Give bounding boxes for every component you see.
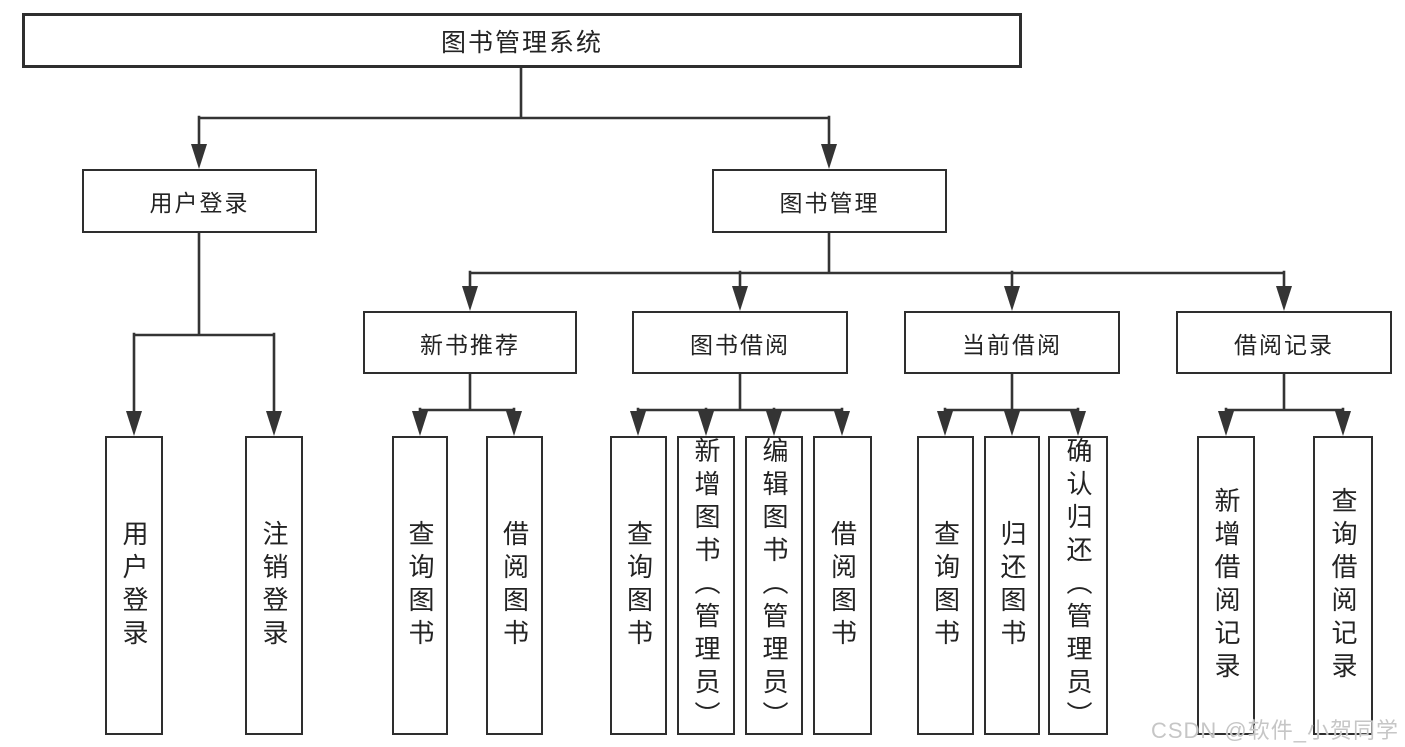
leaf-label: 确认归还（管理员） <box>1063 437 1093 734</box>
leaf-label: 新增图书（管理员） <box>691 437 721 734</box>
node-book-management: 图书管理 <box>712 169 947 233</box>
node-borrow-records: 借阅记录 <box>1176 311 1392 374</box>
node-leaf-borrow-books-2: 借阅图书 <box>813 436 872 735</box>
node-leaf-query-books-3: 查询图书 <box>917 436 974 735</box>
node-leaf-logout: 注销登录 <box>245 436 303 735</box>
connector <box>943 372 1080 415</box>
arrowhead-icon <box>766 411 782 436</box>
connector <box>197 66 831 148</box>
node-leaf-user-login: 用户登录 <box>105 436 163 735</box>
arrowhead-icon <box>1004 286 1020 311</box>
node-current-borrowing: 当前借阅 <box>904 311 1120 374</box>
connector <box>1224 372 1345 415</box>
arrowhead-icon <box>1070 411 1086 436</box>
csdn-watermark: CSDN @软件_小贺同学 <box>1150 718 1399 743</box>
arrowhead-icon <box>1335 411 1351 436</box>
connector <box>636 372 844 415</box>
arrowhead-icon <box>1004 411 1020 436</box>
node-leaf-add-borrow-record: 新增借阅记录 <box>1197 436 1255 735</box>
arrowhead-icon <box>191 144 207 169</box>
arrowhead-icon <box>1276 286 1292 311</box>
leaf-label: 新增借阅记录 <box>1211 486 1241 685</box>
leaf-label: 查询图书 <box>405 519 435 652</box>
arrowhead-icon <box>506 411 522 436</box>
arrowhead-icon <box>821 144 837 169</box>
leaf-label: 借阅图书 <box>499 519 530 652</box>
leaf-label: 用户登录 <box>119 519 149 652</box>
leaf-label: 编辑图书（管理员） <box>759 437 789 734</box>
arrowhead-icon <box>937 411 953 436</box>
arrowhead-icon <box>462 286 478 311</box>
connector <box>418 372 516 415</box>
leaf-label: 查询图书 <box>930 519 961 652</box>
leaf-label: 归还图书 <box>997 519 1027 652</box>
node-leaf-borrow-books-1: 借阅图书 <box>486 436 543 735</box>
leaf-label: 借阅图书 <box>827 519 858 652</box>
node-leaf-edit-books-admin: 编辑图书（管理员） <box>745 436 803 735</box>
arrowhead-icon <box>1218 411 1234 436</box>
connector <box>468 231 1286 290</box>
arrowhead-icon <box>698 411 714 436</box>
node-user-login: 用户登录 <box>82 169 317 233</box>
node-new-book-recommend: 新书推荐 <box>363 311 577 374</box>
node-leaf-query-borrow-record: 查询借阅记录 <box>1313 436 1373 735</box>
leaf-label: 注销登录 <box>259 519 289 652</box>
arrowhead-icon <box>266 411 282 436</box>
node-leaf-add-books-admin: 新增图书（管理员） <box>677 436 735 735</box>
arrowhead-icon <box>630 411 646 436</box>
arrowhead-icon <box>834 411 850 436</box>
node-root-library-system: 图书管理系统 <box>22 13 1022 68</box>
connector <box>132 231 276 415</box>
leaf-label: 查询借阅记录 <box>1328 486 1358 685</box>
arrowhead-icon <box>126 411 142 436</box>
node-book-borrowing: 图书借阅 <box>632 311 848 374</box>
node-leaf-return-books: 归还图书 <box>984 436 1040 735</box>
leaf-label: 查询图书 <box>623 519 654 652</box>
node-leaf-query-books-1: 查询图书 <box>392 436 448 735</box>
arrowhead-icon <box>732 286 748 311</box>
arrowhead-icon <box>412 411 428 436</box>
node-leaf-confirm-return-admin: 确认归还（管理员） <box>1048 436 1108 735</box>
node-leaf-query-books-2: 查询图书 <box>610 436 667 735</box>
